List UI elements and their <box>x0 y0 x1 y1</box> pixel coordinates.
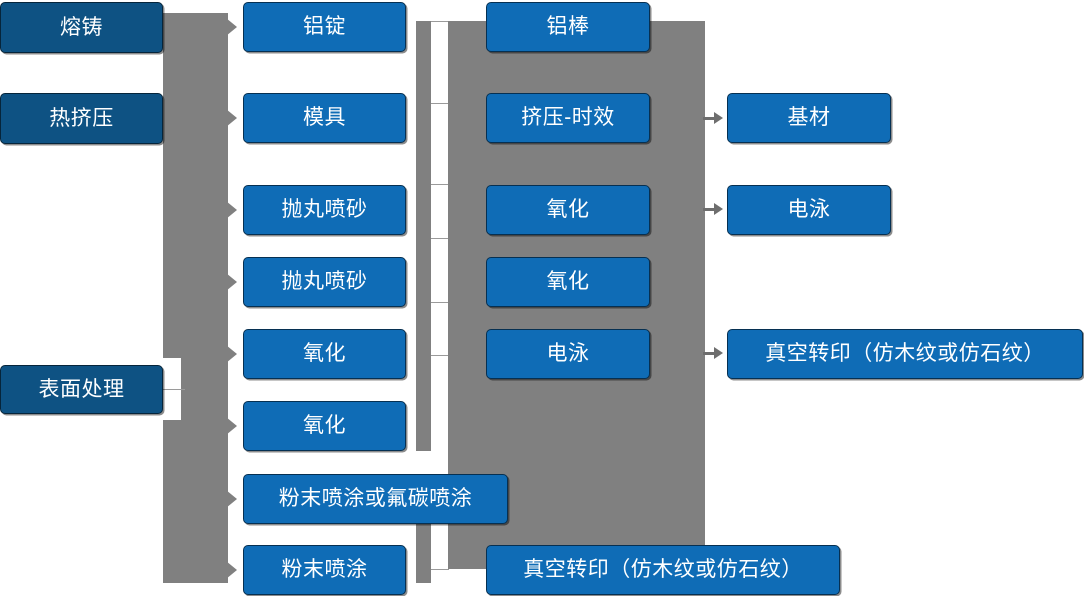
node-substrate[interactable]: 基材 <box>727 93 891 143</box>
arrow-left-6 <box>226 417 237 435</box>
stub-surface-treatment <box>163 389 185 390</box>
node-oxidation-col3-1[interactable]: 氧化 <box>486 185 650 235</box>
node-melt-casting[interactable]: 熔铸 <box>0 2 163 53</box>
arrow-head-substrate <box>714 112 723 124</box>
arrow-left-1 <box>226 18 237 36</box>
node-oxidation-col2-1[interactable]: 氧化 <box>243 329 406 379</box>
node-oxidation-col2-2[interactable]: 氧化 <box>243 401 406 451</box>
node-vacuum-transfer-col4[interactable]: 真空转印（仿木纹或仿石纹） <box>727 329 1083 379</box>
tie-line-2 <box>431 103 449 104</box>
tie-line-1 <box>431 21 449 22</box>
tie-line-4 <box>431 238 449 239</box>
arrow-left-7 <box>226 490 237 508</box>
arrow-stem-substrate <box>703 117 717 120</box>
connector-band-left <box>163 13 228 583</box>
tie-line-6 <box>431 355 449 356</box>
arrow-left-8 <box>226 561 237 579</box>
arrow-left-2 <box>226 109 237 127</box>
node-electrophoresis-col4[interactable]: 电泳 <box>727 185 891 235</box>
tie-line-5 <box>431 302 449 303</box>
node-powder-or-fluorocarbon-coating[interactable]: 粉末喷涂或氟碳喷涂 <box>243 474 508 524</box>
arrow-left-5 <box>226 345 237 363</box>
node-mold[interactable]: 模具 <box>243 93 406 143</box>
node-surface-treatment[interactable]: 表面处理 <box>0 365 163 414</box>
tie-line-3 <box>431 184 449 185</box>
node-shot-blasting-1[interactable]: 抛丸喷砂 <box>243 185 406 235</box>
arrow-left-3 <box>226 201 237 219</box>
node-electrophoresis-col3[interactable]: 电泳 <box>486 329 650 379</box>
connector-bar-middle <box>416 21 431 583</box>
arrow-left-4 <box>226 273 237 291</box>
arrow-head-vacuum-transfer <box>714 347 723 359</box>
arrow-head-electrophoresis <box>714 203 723 215</box>
node-powder-coating[interactable]: 粉末喷涂 <box>243 545 406 595</box>
node-vacuum-transfer-col3[interactable]: 真空转印（仿木纹或仿石纹） <box>486 545 840 595</box>
arrow-down-meltcast <box>66 70 82 79</box>
arrow-down-surface <box>66 340 82 349</box>
arrow-stem-electrophoresis <box>703 208 717 211</box>
arrow-stem-vacuum-transfer <box>703 352 717 355</box>
node-hot-extrusion[interactable]: 热挤压 <box>0 93 163 144</box>
node-oxidation-col3-2[interactable]: 氧化 <box>486 257 650 307</box>
node-shot-blasting-2[interactable]: 抛丸喷砂 <box>243 257 406 307</box>
tie-line-7 <box>431 569 449 570</box>
node-aluminum-bar[interactable]: 铝棒 <box>486 2 650 52</box>
node-aluminum-ingot[interactable]: 铝锭 <box>243 2 406 52</box>
node-extrusion-aging[interactable]: 挤压-时效 <box>486 93 650 143</box>
